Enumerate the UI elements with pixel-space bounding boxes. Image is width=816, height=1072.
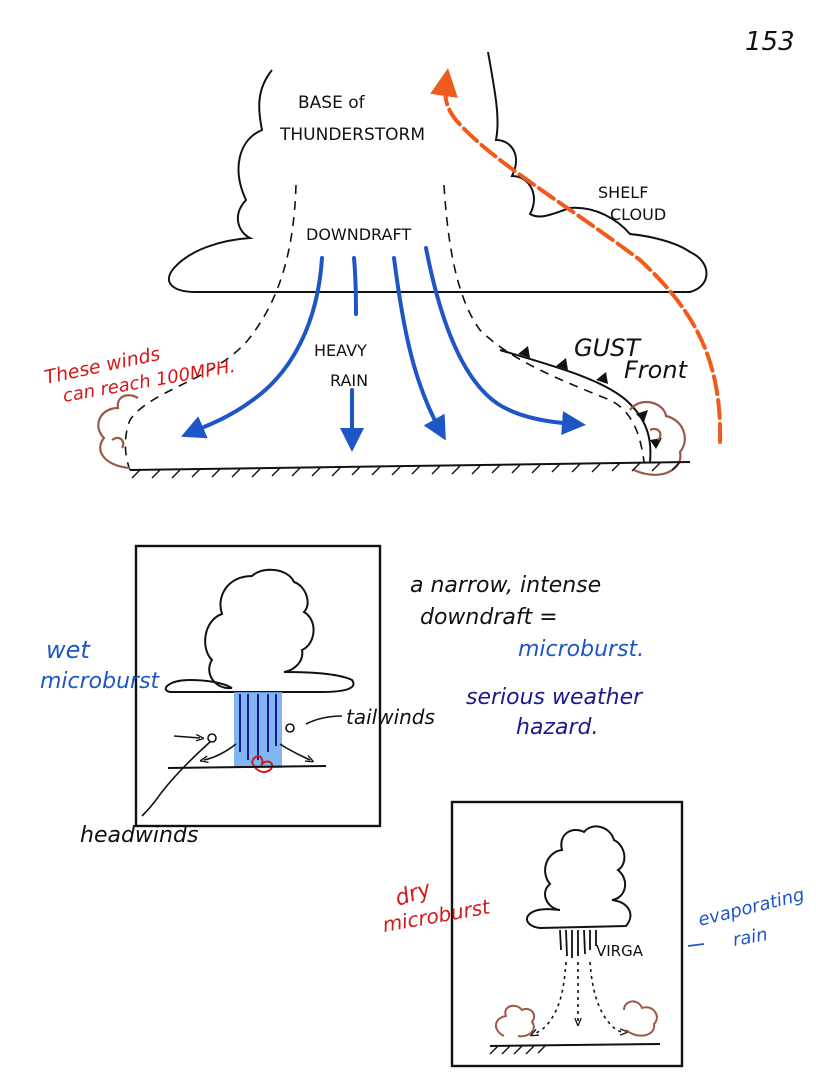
svg-text:Front: Front: [624, 356, 689, 384]
thunderstorm-cloud: [168, 51, 708, 293]
dry-microburst-label: dry microburst: [381, 876, 493, 936]
headwinds-label: headwinds: [80, 823, 198, 848]
svg-text:downdraft =: downdraft =: [420, 605, 558, 630]
dry-microburst-box: [450, 800, 684, 1068]
shelf-cloud-label: SHELF CLOUD: [598, 183, 666, 224]
wet-outflow: [173, 723, 310, 760]
wet-ground: [167, 765, 327, 769]
svg-text:microburst.: microburst.: [518, 637, 644, 662]
dry-dust-puffs: [495, 1000, 658, 1038]
svg-text:RAIN: RAIN: [330, 371, 368, 390]
svg-text:microburst: microburst: [40, 669, 161, 694]
cloud-base-label: BASE of THUNDERSTORM: [279, 93, 425, 145]
dust-puff-left: [97, 394, 139, 470]
headwinds-leader: [141, 741, 211, 817]
svg-text:HEAVY: HEAVY: [314, 341, 367, 360]
tailwinds-label: tailwinds: [346, 705, 435, 729]
wet-microburst-label: wet microburst: [40, 636, 161, 694]
svg-text:rain: rain: [731, 924, 769, 951]
microburst-definition: a narrow, intense downdraft = microburst…: [410, 573, 644, 662]
dry-downdraft: [534, 961, 624, 1034]
svg-text:GUST: GUST: [574, 334, 642, 362]
ground-dry: [489, 1043, 661, 1055]
svg-text:BASE of: BASE of: [298, 93, 366, 113]
svg-text:serious weather: serious weather: [466, 685, 644, 710]
wind-speed-note: These winds can reach 100MPH.: [42, 343, 236, 407]
svg-text:hazard.: hazard.: [516, 715, 598, 740]
ground-top: [129, 461, 691, 479]
dust-puff-right: [629, 400, 686, 476]
svg-text:wet: wet: [46, 636, 91, 664]
gust-front: [499, 346, 662, 463]
svg-text:evaporating: evaporating: [696, 884, 806, 931]
updraft-arrow: [430, 68, 723, 444]
downdraft-boundary: [124, 184, 645, 471]
virga-label: VIRGA: [596, 942, 644, 960]
svg-text:a narrow, intense: a narrow, intense: [410, 573, 601, 598]
svg-text:SHELF: SHELF: [598, 183, 648, 202]
hazard-note: serious weather hazard.: [466, 685, 644, 740]
svg-text:THUNDERSTORM: THUNDERSTORM: [279, 125, 425, 145]
wet-cloud: [164, 568, 355, 693]
downdraft-arrows: [180, 246, 586, 452]
page-number: 153: [745, 27, 795, 57]
gust-front-label: GUST Front: [574, 334, 689, 384]
svg-text:CLOUD: CLOUD: [610, 205, 666, 224]
wet-microburst-box: [134, 544, 382, 828]
dry-cloud: [526, 825, 632, 930]
evaporating-rain-label: evaporating rain: [687, 884, 807, 951]
wet-rain-shaft: [234, 692, 282, 773]
tailwinds-leader: [305, 715, 343, 725]
heavy-rain-label: HEAVY RAIN: [314, 341, 368, 390]
downdraft-label: DOWNDRAFT: [306, 225, 411, 244]
virga-streaks: [559, 929, 597, 958]
